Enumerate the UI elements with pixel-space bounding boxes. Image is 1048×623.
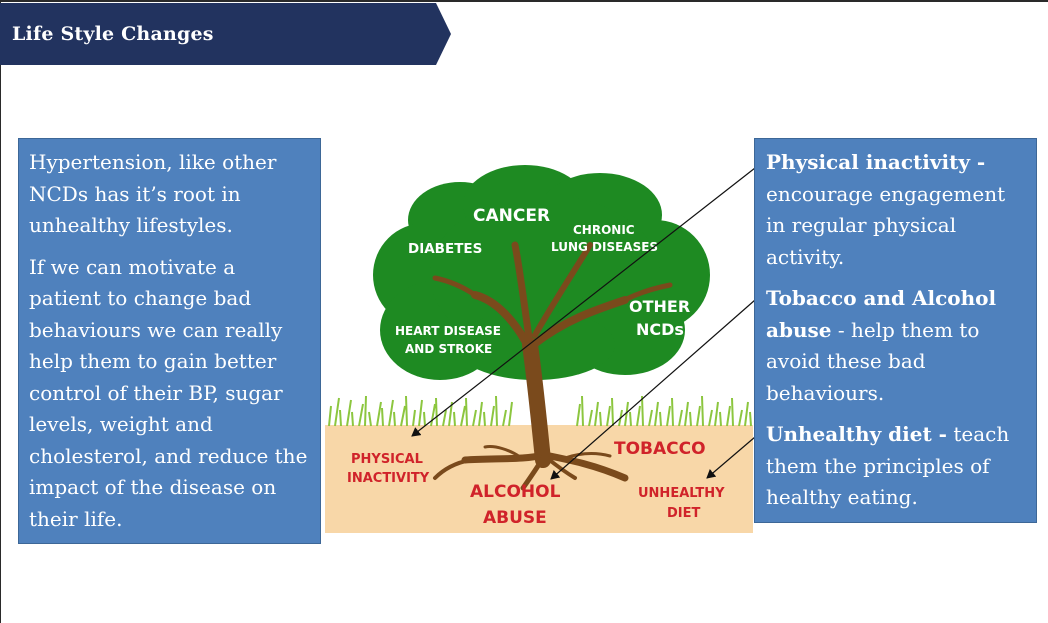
tobacco-alcohol-heading: Tobacco and Alcohol abuse [766,286,997,342]
intro-paragraph: Hypertension, like other NCDs has it’s r… [29,150,277,237]
unhealthy-diet-item: Unhealthy diet - teach them the principl… [766,419,1030,514]
alcohol-abuse-line2: ABUSE [483,508,547,528]
banner-shape [0,3,451,65]
unhealthy-diet-heading: Unhealthy diet - [766,422,947,446]
unhealthy-diet-line2: DIET [667,506,701,521]
right-info-box: Physical inactivity - encourage engageme… [754,138,1037,523]
heart-label-line2: AND STROKE [405,342,493,356]
title-banner: Life Style Changes [0,3,452,66]
other-label-line2: NCDs [636,320,684,339]
tobacco-alcohol-item: Tobacco and Alcohol abuse - help them to… [766,283,1030,409]
physical-inactivity-heading: Physical inactivity - [766,150,986,174]
motivation-paragraph: If we can motivate a patient to change b… [29,254,308,531]
tobacco-label: TOBACCO [614,439,706,459]
other-label-line1: OTHER [629,297,691,316]
physical-inactivity-line2: INACTIVITY [347,471,430,486]
tobacco-alcohol-text: - help them to avoid these bad behaviour… [766,317,980,405]
alcohol-abuse-line1: ALCOHOL [470,482,561,502]
unhealthy-diet-line1: UNHEALTHY [638,486,725,501]
chronic-label-line2: LUNG DISEASES [551,240,659,254]
ncd-tree-illustration: CANCER CHRONIC LUNG DISEASES DIABETES OT… [325,160,755,535]
top-border [0,0,1048,2]
left-border [0,0,1,623]
page-title: Life Style Changes [12,23,214,45]
left-info-box: Hypertension, like other NCDs has it’s r… [18,138,321,544]
cancer-label: CANCER [473,206,551,226]
unhealthy-diet-text: teach them the principles of healthy eat… [766,422,1010,509]
chronic-label-line1: CHRONIC [573,223,635,237]
physical-inactivity-line1: PHYSICAL [351,452,423,467]
diabetes-label: DIABETES [408,241,483,257]
physical-inactivity-text: encourage engagement in regular physical… [766,181,1006,269]
heart-label-line1: HEART DISEASE [395,324,501,338]
physical-inactivity-item: Physical inactivity - encourage engageme… [766,147,1030,273]
